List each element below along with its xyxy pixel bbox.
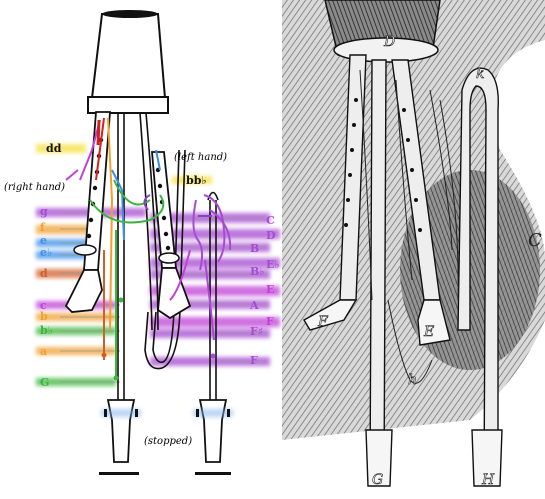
right-note-label-4: B♭ — [250, 265, 265, 278]
drone-pipes — [117, 112, 219, 400]
engraving-letter-G: G — [372, 472, 383, 488]
left-hand-label: (left hand) — [174, 152, 227, 163]
right-note-label-8: F♯ — [250, 325, 263, 338]
stock-collar — [87, 96, 169, 114]
engraving-letter-D: D — [383, 34, 395, 50]
bell-label-dd: dd — [46, 142, 62, 155]
left-note-label-0: g — [40, 205, 48, 218]
engraving-letter-H: H — [481, 472, 495, 488]
right-note-label-1: D — [266, 229, 276, 242]
engraving-letter-h: h — [408, 372, 417, 388]
engraving-letter-k: k — [476, 66, 484, 82]
bag-stock — [90, 13, 167, 99]
fingering-schematic: (left hand) (right hand) (stopped) dd bb… — [4, 10, 280, 475]
engraved-holes — [344, 98, 422, 232]
left-chanter — [64, 111, 111, 313]
engraving-letter-C: C — [528, 230, 542, 251]
right-note-label-0: C — [266, 214, 275, 227]
left-note-label-1: f — [40, 221, 46, 234]
right-note-label-5: E — [266, 283, 274, 296]
right-note-label-9: F — [250, 354, 258, 367]
left-note-label-8: a — [40, 345, 47, 358]
stock-top — [102, 10, 158, 18]
keywork-wires — [65, 117, 232, 380]
engraving-letter-E: E — [423, 324, 434, 340]
left-note-label-5: c — [40, 299, 47, 312]
left-note-label-3: e♭ — [40, 246, 52, 259]
bell-label-bbflat: bb♭ — [186, 174, 207, 187]
stopped-label: (stopped) — [144, 436, 192, 447]
engraved-keywork — [359, 69, 459, 384]
left-note-label-9: G — [40, 376, 49, 389]
left-note-label-4: d — [40, 267, 48, 280]
engraved-chanters — [303, 54, 503, 487]
drone-dots — [101, 297, 216, 381]
right-note-label-7: F — [266, 315, 274, 328]
engraving-letter-F: F — [317, 314, 329, 330]
left-note-label-2: e — [40, 234, 47, 247]
right-hand-label: (right hand) — [4, 182, 65, 193]
left-note-label-6: b — [40, 310, 48, 323]
right-note-label-3: E♭ — [266, 258, 280, 271]
right-note-label-2: B — [250, 242, 259, 255]
right-note-label-6: A — [249, 299, 259, 312]
drone-feet — [99, 399, 233, 475]
left-note-label-7: b♭ — [40, 324, 53, 337]
engraving-panel: D k F E h G H C — [282, 0, 545, 499]
